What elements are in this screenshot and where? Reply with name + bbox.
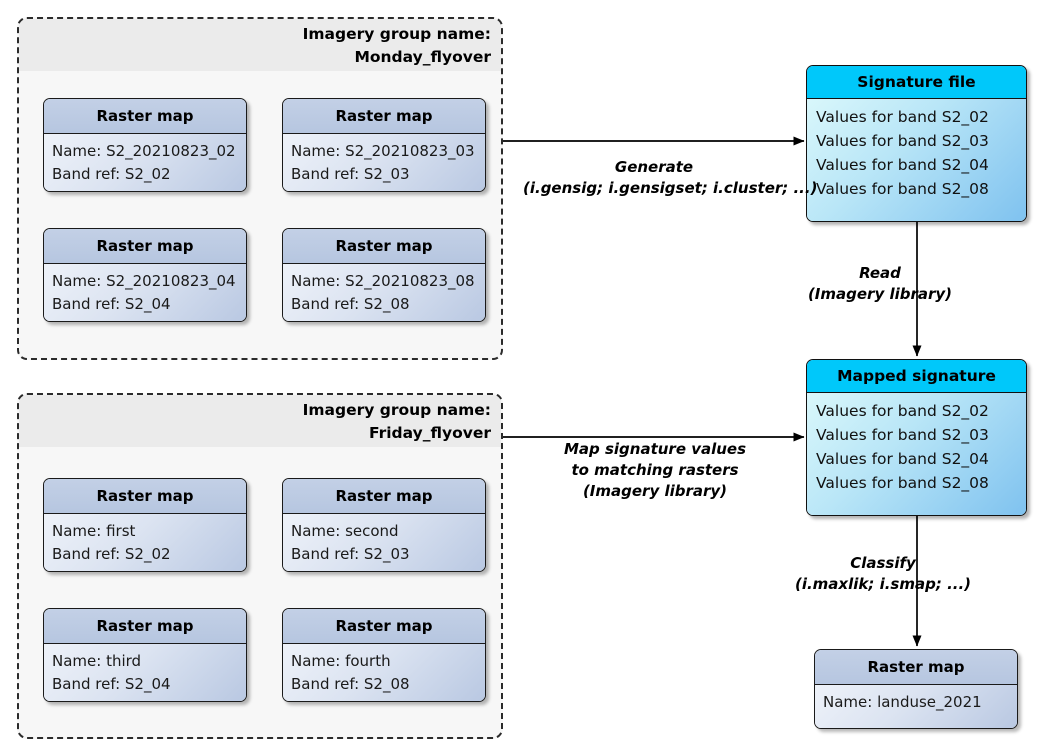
mapped-signature-body: Values for band S2_02 Values for band S2… [807, 393, 1026, 515]
edge-label-classify-line2: (i.maxlik; i.smap; ...) [794, 575, 972, 593]
raster-map-card-body: Name: S2_20210823_04 Band ref: S2_04 [44, 264, 246, 321]
edge-label-classify: Classify (i.maxlik; i.smap; ...) [793, 553, 973, 595]
imagery-group-monday-name: Monday_flyover [354, 48, 491, 66]
raster-map-band: Band ref: S2_02 [52, 165, 171, 183]
raster-map-card-body: Name: fourth Band ref: S2_08 [283, 644, 485, 701]
signature-file-row: Values for band S2_08 [816, 180, 989, 198]
imagery-group-monday-header: Imagery group name: Monday_flyover [19, 19, 501, 71]
output-raster-map-name: Name: landuse_2021 [823, 693, 982, 711]
signature-file-body: Values for band S2_02 Values for band S2… [807, 99, 1026, 221]
signature-file-card[interactable]: Signature file Values for band S2_02 Val… [806, 65, 1027, 222]
edge-label-map-values: Map signature values to matching rasters… [525, 439, 785, 502]
raster-map-card-title: Raster map [44, 609, 246, 644]
edge-label-classify-line1: Classify [850, 554, 916, 572]
raster-map-card[interactable]: Raster map Name: S2_20210823_02 Band ref… [43, 98, 247, 192]
raster-map-card-title: Raster map [44, 99, 246, 134]
edge-label-read-line1: Read [859, 264, 901, 282]
raster-map-band: Band ref: S2_08 [291, 675, 410, 693]
raster-map-card-body: Name: S2_20210823_08 Band ref: S2_08 [283, 264, 485, 321]
raster-map-card-title: Raster map [283, 229, 485, 264]
edge-label-generate-line2: (i.gensig; i.gensigset; i.cluster; ...) [523, 179, 818, 197]
raster-map-name: Name: S2_20210823_02 [52, 142, 236, 160]
raster-map-name: Name: third [52, 652, 142, 670]
output-raster-map-title: Raster map [815, 650, 1017, 685]
imagery-group-friday[interactable]: Imagery group name: Friday_flyover Raste… [17, 393, 503, 739]
raster-map-card-body: Name: S2_20210823_03 Band ref: S2_03 [283, 134, 485, 191]
raster-map-name: Name: first [52, 522, 136, 540]
imagery-group-friday-label: Imagery group name: [302, 401, 491, 419]
raster-map-card-title: Raster map [283, 609, 485, 644]
raster-map-card[interactable]: Raster map Name: S2_20210823_04 Band ref… [43, 228, 247, 322]
raster-map-card[interactable]: Raster map Name: first Band ref: S2_02 [43, 478, 247, 572]
signature-file-row: Values for band S2_03 [816, 132, 989, 150]
edge-label-map-values-line1: Map signature values [563, 440, 747, 458]
edge-label-read: Read (Imagery library) [790, 263, 970, 305]
mapped-signature-title: Mapped signature [807, 360, 1026, 393]
raster-map-band: Band ref: S2_04 [52, 675, 171, 693]
mapped-signature-row: Values for band S2_08 [816, 474, 989, 492]
raster-map-card-title: Raster map [283, 99, 485, 134]
raster-map-card-body: Name: third Band ref: S2_04 [44, 644, 246, 701]
raster-map-card[interactable]: Raster map Name: second Band ref: S2_03 [282, 478, 486, 572]
imagery-group-monday-label: Imagery group name: [302, 25, 491, 43]
raster-map-band: Band ref: S2_08 [291, 295, 410, 313]
raster-map-card[interactable]: Raster map Name: S2_20210823_08 Band ref… [282, 228, 486, 322]
raster-map-card-title: Raster map [283, 479, 485, 514]
raster-map-name: Name: S2_20210823_03 [291, 142, 475, 160]
raster-map-card[interactable]: Raster map Name: third Band ref: S2_04 [43, 608, 247, 702]
raster-map-name: Name: S2_20210823_08 [291, 272, 475, 290]
raster-map-card-title: Raster map [44, 479, 246, 514]
raster-map-band: Band ref: S2_03 [291, 545, 410, 563]
raster-map-name: Name: second [291, 522, 399, 540]
raster-map-card-body: Name: first Band ref: S2_02 [44, 514, 246, 571]
mapped-signature-row: Values for band S2_04 [816, 450, 989, 468]
edge-label-generate-line1: Generate [614, 158, 694, 176]
raster-map-name: Name: fourth [291, 652, 391, 670]
mapped-signature-card[interactable]: Mapped signature Values for band S2_02 V… [806, 359, 1027, 516]
raster-map-card[interactable]: Raster map Name: S2_20210823_03 Band ref… [282, 98, 486, 192]
output-raster-map-body: Name: landuse_2021 [815, 685, 1017, 728]
edge-label-read-line2: (Imagery library) [807, 285, 953, 303]
signature-file-row: Values for band S2_04 [816, 156, 989, 174]
signature-file-row: Values for band S2_02 [816, 108, 989, 126]
imagery-group-monday[interactable]: Imagery group name: Monday_flyover Raste… [17, 17, 503, 360]
raster-map-card-title: Raster map [44, 229, 246, 264]
mapped-signature-row: Values for band S2_03 [816, 426, 989, 444]
raster-map-card-body: Name: second Band ref: S2_03 [283, 514, 485, 571]
mapped-signature-row: Values for band S2_02 [816, 402, 989, 420]
imagery-group-friday-header: Imagery group name: Friday_flyover [19, 395, 501, 447]
edge-label-generate: Generate (i.gensig; i.gensigset; i.clust… [523, 157, 818, 199]
raster-map-band: Band ref: S2_02 [52, 545, 171, 563]
edge-label-map-values-line3: (Imagery library) [582, 482, 728, 500]
imagery-group-friday-name: Friday_flyover [369, 424, 491, 442]
raster-map-card[interactable]: Raster map Name: fourth Band ref: S2_08 [282, 608, 486, 702]
raster-map-band: Band ref: S2_04 [52, 295, 171, 313]
edge-label-map-values-line2: to matching rasters [571, 461, 739, 479]
output-raster-map-card[interactable]: Raster map Name: landuse_2021 [814, 649, 1018, 729]
raster-map-card-body: Name: S2_20210823_02 Band ref: S2_02 [44, 134, 246, 191]
raster-map-band: Band ref: S2_03 [291, 165, 410, 183]
raster-map-name: Name: S2_20210823_04 [52, 272, 236, 290]
signature-file-title: Signature file [807, 66, 1026, 99]
